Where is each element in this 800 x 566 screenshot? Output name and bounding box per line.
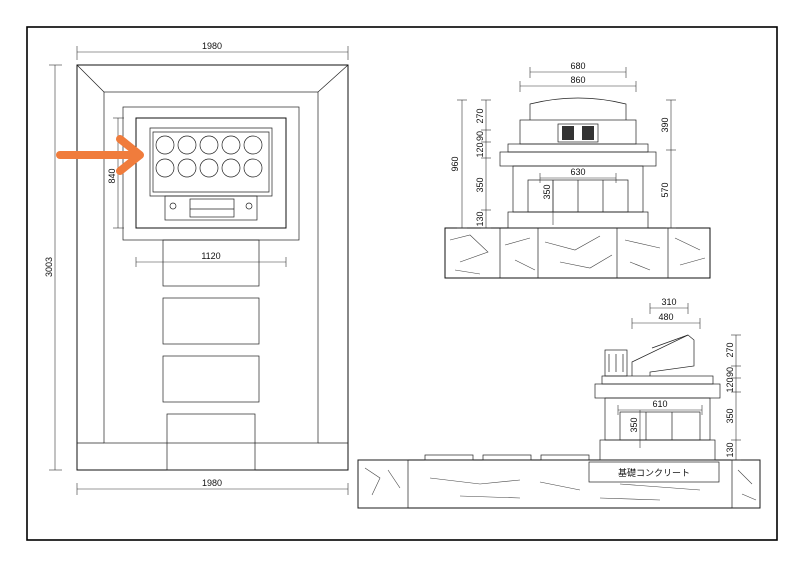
entry-step (166, 413, 256, 471)
incense-box (189, 198, 235, 218)
plan-depth: 3003 (44, 257, 54, 277)
front-chamber-height: 350 (475, 177, 485, 192)
side-chamber-height: 350 (725, 408, 735, 423)
bay-depth: 840 (107, 168, 117, 183)
sheet-border (26, 26, 778, 541)
side-base-height: 130 (725, 442, 735, 457)
front-lower-height: 570 (660, 182, 670, 197)
side-urn (604, 349, 628, 377)
lot-inner-border (103, 91, 319, 444)
plan-width-bottom: 1980 (202, 478, 222, 488)
foundation-label-box (588, 461, 720, 483)
front-band-a: 90 (475, 131, 485, 141)
front-base-height: 130 (475, 211, 485, 226)
monument-body (135, 117, 287, 229)
paving-slab-3 (162, 355, 260, 403)
front-band-b: 120 (475, 142, 485, 157)
side-roof-width: 480 (658, 312, 673, 322)
ossuary-slots (155, 135, 263, 178)
plan-width-top: 1980 (202, 41, 222, 51)
plan-view: 1980 1980 3003 840 1120 (44, 41, 349, 495)
front-cap-width: 860 (570, 75, 585, 85)
bay-width: 1120 (201, 251, 220, 261)
front-cap-height: 270 (475, 108, 485, 123)
side-inner-width: 610 (652, 399, 667, 409)
paving-slab-2 (162, 297, 260, 345)
side-cap-height: 270 (725, 342, 735, 357)
front-inner-height: 350 (542, 184, 552, 199)
front-total-height: 960 (450, 156, 460, 171)
side-band-b: 120 (725, 377, 735, 392)
front-upper-height: 390 (660, 117, 670, 132)
front-inner-width: 630 (570, 167, 585, 177)
paving-slab-1 (162, 239, 260, 287)
annotation-arrow-icon (56, 135, 144, 175)
lot-outline (76, 64, 349, 471)
side-band-a: 90 (725, 367, 735, 377)
side-elevation: 基礎コンクリート 310 480 270 90 12 (357, 297, 761, 509)
front-top-width: 680 (570, 61, 585, 71)
foundation-label: 基礎コンクリート (618, 467, 690, 479)
side-inner-height: 350 (629, 417, 639, 432)
side-top-width: 310 (661, 297, 676, 307)
side-ground (357, 459, 761, 509)
front-elevation: 680 860 960 270 90 120 350 130 390 570 6… (444, 61, 711, 279)
